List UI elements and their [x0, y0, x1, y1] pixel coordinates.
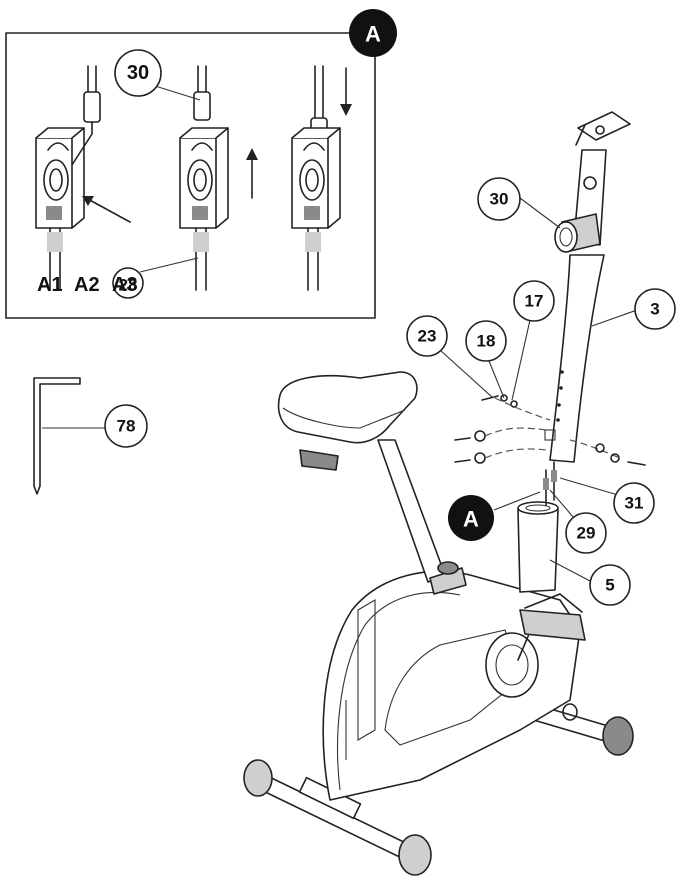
callout-78-text: 78 — [117, 417, 136, 436]
inset-frame — [5, 32, 376, 319]
lower-post-5 — [517, 501, 559, 593]
callout-29 — [565, 512, 607, 554]
inset-callout-30-text: 30 — [127, 62, 149, 84]
step-label-a3: A3 — [112, 274, 138, 296]
callout-23-text: 23 — [418, 327, 437, 346]
cable-clip-step-3 — [291, 65, 352, 291]
callout-78 — [104, 404, 148, 448]
detail-badge — [349, 9, 397, 57]
tension-knob-30 — [554, 213, 601, 253]
inset-callout-28-text: 28 — [119, 276, 138, 295]
callout-29-text: 29 — [577, 524, 596, 543]
flywheel-housing — [322, 570, 581, 801]
exercise-bike: 30 3 17 23 18 31 29 5 A — [243, 111, 676, 876]
main-badge — [448, 495, 494, 541]
callout-31-text: 31 — [625, 494, 644, 513]
fasteners — [454, 394, 646, 466]
seat — [277, 371, 418, 444]
callout-31 — [613, 482, 655, 524]
crank-pedal — [485, 593, 586, 698]
callout-18-text: 18 — [477, 332, 496, 351]
callout-5 — [589, 564, 631, 606]
handlebar-post-3 — [544, 111, 631, 463]
inset-callout-28 — [112, 267, 144, 299]
detail-inset-a: 30 28 A1 A2 A3 A — [5, 9, 397, 319]
callout-3 — [634, 288, 676, 330]
callout-17-text: 17 — [525, 292, 544, 311]
callout-17 — [513, 280, 555, 322]
callout-3-text: 3 — [650, 300, 659, 319]
cable-clip-step-1 — [35, 65, 131, 291]
cable-clip-step-2 — [179, 65, 258, 291]
step-label-a2: A2 — [74, 274, 100, 296]
callout-5-text: 5 — [605, 576, 614, 595]
seat-assembly — [277, 371, 467, 595]
callout-30 — [477, 177, 521, 221]
main-badge-text: A — [463, 507, 479, 532]
inset-callout-30 — [114, 49, 162, 97]
allen-key-78: 78 — [33, 377, 148, 495]
detail-badge-text: A — [365, 22, 381, 47]
callout-18 — [465, 320, 507, 362]
callout-30-text: 30 — [490, 190, 509, 209]
seat-knob — [299, 449, 339, 471]
callout-23 — [406, 315, 448, 357]
step-label-a1: A1 — [37, 274, 63, 296]
